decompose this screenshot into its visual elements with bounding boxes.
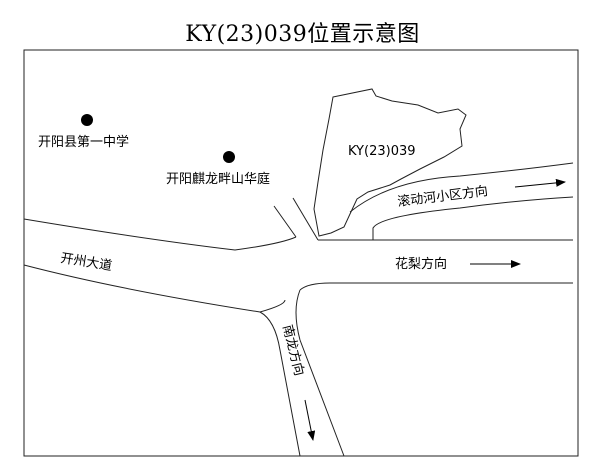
parcel-boundary: [313, 88, 467, 237]
road-gundonghe-lower-edge: [372, 196, 574, 240]
direction-arrow-icon: [304, 399, 316, 441]
road-label-kaizhou: 开州大道: [59, 251, 113, 274]
side-street-right-edge: [292, 197, 319, 241]
side-street-left-edge: [273, 205, 297, 238]
map-title: KY(23)039位置示意图: [185, 22, 420, 47]
road-label-huali: 花梨方向: [395, 256, 447, 272]
map-frame: [23, 49, 579, 457]
landmark-dot-icon: [81, 114, 93, 126]
direction-arrow-icon: [514, 178, 566, 188]
landmark-label-school: 开阳县第一中学: [38, 134, 129, 150]
landmark-dot-icon: [223, 151, 235, 163]
road-nanlong-right-edge: [295, 289, 345, 457]
landmark-label-residence: 开阳麒龙畔山华庭: [166, 171, 270, 187]
parcel-label: KY(23)039: [348, 144, 416, 159]
road-huali-lower-edge: [299, 282, 573, 291]
road-kaizhou-lower-edge: [23, 264, 286, 313]
road-kaizhou-upper-edge: [23, 218, 297, 251]
road-nanlong-left-edge: [259, 311, 301, 457]
road-gundonghe-upper-edge: [349, 162, 574, 213]
